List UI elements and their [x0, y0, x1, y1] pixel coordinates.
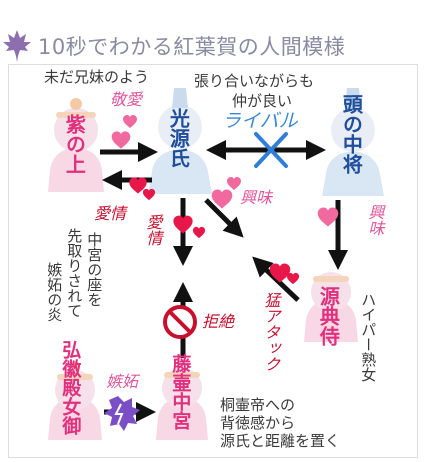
label-fuji-note-1: 桐壷帝への	[220, 396, 296, 414]
label-mo-attack: 猛アタック	[261, 292, 281, 372]
label-rival-note-1: 張り合いながらも	[194, 72, 315, 90]
crossed-swords-icon	[254, 132, 288, 168]
label-sibling-note: 未だ兄妹のよう	[44, 68, 150, 86]
label-fuji-note-3: 源氏と距離を置く	[220, 432, 341, 450]
char-name-genji: 光源氏	[166, 108, 191, 168]
jealousy-burst-icon	[104, 396, 140, 431]
label-aijo-2: 愛情	[143, 214, 163, 246]
label-kokiden-note-2: 先取りされて	[65, 228, 84, 318]
gen-no-naishi-figure	[304, 272, 358, 342]
page-title: 10秒でわかる紅葉賀の人間模様	[38, 35, 346, 59]
label-kyomi-1: 興味	[240, 188, 273, 207]
label-kokiden-note-1: 中宮の座を	[85, 232, 104, 307]
to-no-chujo-figure	[322, 88, 384, 196]
genji-figure	[148, 88, 212, 194]
char-name-kokiden: 弘徽殿女御	[59, 340, 82, 435]
label-kyozetsu: 拒絶	[202, 312, 235, 331]
maple-leaf-icon	[3, 30, 31, 62]
arrow-genji-to-naishi	[204, 198, 244, 238]
label-aijo-1: 愛情	[94, 204, 127, 223]
murasaki-figure	[48, 98, 104, 192]
arrow-naishi-to-genji	[252, 256, 300, 302]
label-keiai: 敬愛	[110, 90, 143, 109]
rejection-icon	[163, 305, 197, 339]
label-hyper: ハイパー熟女	[359, 292, 378, 382]
char-name-fujitsubo: 藤壷中宮	[169, 354, 192, 430]
kokiden-figure	[48, 361, 102, 440]
char-name-to-no-chujo: 頭の中将	[339, 94, 364, 174]
label-kyomi-2: 興味	[365, 204, 385, 236]
label-fuji-note-2: 背徳感から	[220, 414, 296, 432]
title-bar: 10秒でわかる紅葉賀の人間模様	[0, 28, 428, 64]
label-rival-note-2: 仲が良い	[232, 92, 293, 110]
label-shitto: 嫉妬	[106, 372, 139, 391]
label-kokiden-note-3: 嫉妬の炎	[45, 262, 64, 322]
char-name-murasaki: 紫の上	[62, 114, 87, 174]
label-rival: ライバル	[222, 110, 298, 132]
char-name-gen-no-naishi: 源典侍	[316, 286, 341, 346]
fujitsubo-figure	[156, 368, 208, 440]
